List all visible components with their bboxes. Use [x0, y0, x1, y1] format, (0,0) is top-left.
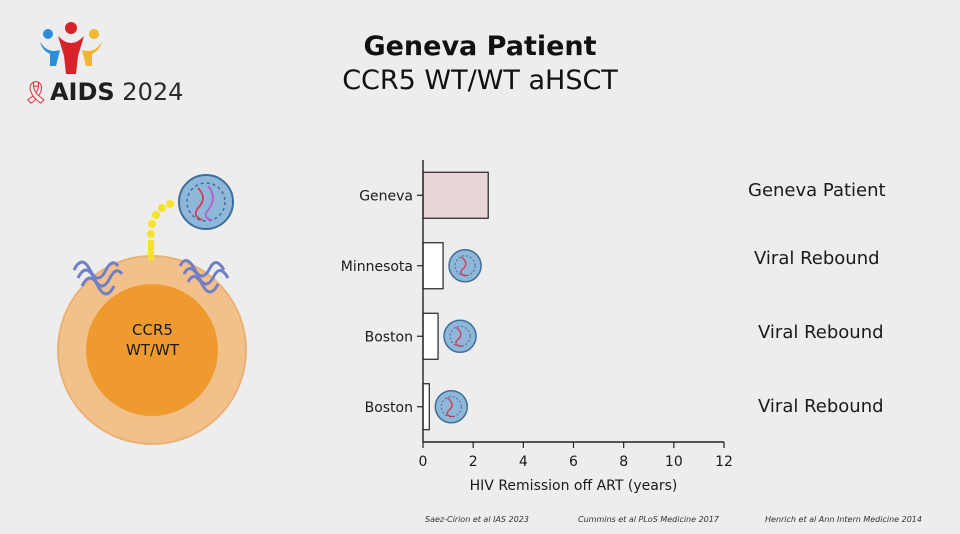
- y-tick-label-2: Minnesota: [341, 259, 413, 275]
- logo-year: 2024: [122, 78, 184, 106]
- receptor-right: [178, 259, 230, 294]
- bar-4: [422, 383, 430, 431]
- virus-rna-3: [455, 326, 463, 347]
- cell-label: CCR5 WT/WT: [90, 320, 215, 360]
- virus-rna-4: [446, 397, 454, 418]
- x-tick-label-2: 2: [469, 454, 478, 470]
- bar-2: [422, 242, 444, 290]
- virus-core-3: [449, 325, 471, 347]
- outcome-label-2: Viral Rebound: [754, 248, 880, 269]
- x-axis-label: HIV Remission off ART (years): [470, 478, 678, 494]
- x-tick-label-12: 12: [715, 454, 733, 470]
- virus-rna-2: [460, 256, 468, 277]
- citation-1: Saez-Cirion et al IAS 2023: [425, 515, 529, 524]
- y-tick-label-3: Boston: [365, 329, 413, 345]
- outcome-label-4: Viral Rebound: [758, 396, 884, 417]
- conference-logo: 🎗︎AIDS 2024: [22, 20, 183, 110]
- people-figures-icon: [40, 22, 102, 74]
- outcome-label-1: Geneva Patient: [748, 180, 886, 201]
- citation-3: Henrich et al Ann Intern Medicine 2014: [765, 515, 922, 524]
- x-tick-label-6: 6: [569, 454, 578, 470]
- bar-3: [422, 312, 439, 360]
- title-block: Geneva Patient CCR5 WT/WT aHSCT: [260, 30, 700, 98]
- cell-nucleus: [86, 284, 218, 416]
- page-subtitle: CCR5 WT/WT aHSCT: [342, 65, 618, 96]
- logo-wordmark: 🎗︎AIDS 2024: [22, 78, 183, 106]
- logo-brand: AIDS: [49, 78, 115, 106]
- virus-core-4: [440, 396, 462, 418]
- hiv-virion-icon: [178, 174, 234, 230]
- bar-1: [422, 171, 489, 219]
- glycoprotein-stalk: [147, 200, 174, 260]
- x-tick-label-10: 10: [665, 454, 683, 470]
- virus-core-2: [454, 255, 476, 277]
- y-tick-label-4: Boston: [365, 400, 413, 416]
- red-ribbon-icon: 🎗︎: [22, 81, 50, 106]
- x-tick-label-4: 4: [519, 454, 528, 470]
- x-tick-label-0: 0: [419, 454, 428, 470]
- y-tick-label-1: Geneva: [359, 188, 413, 204]
- cell-illustration: [57, 174, 247, 445]
- cell-label-line2: WT/WT: [125, 341, 180, 359]
- receptor-left: [72, 260, 124, 296]
- citation-2: Cummins et al PLoS Medicine 2017: [578, 515, 719, 524]
- x-tick-label-8: 8: [619, 454, 628, 470]
- outcome-label-3: Viral Rebound: [758, 322, 884, 343]
- cell-label-line1: CCR5: [132, 321, 173, 339]
- page-title: Geneva Patient: [363, 31, 597, 62]
